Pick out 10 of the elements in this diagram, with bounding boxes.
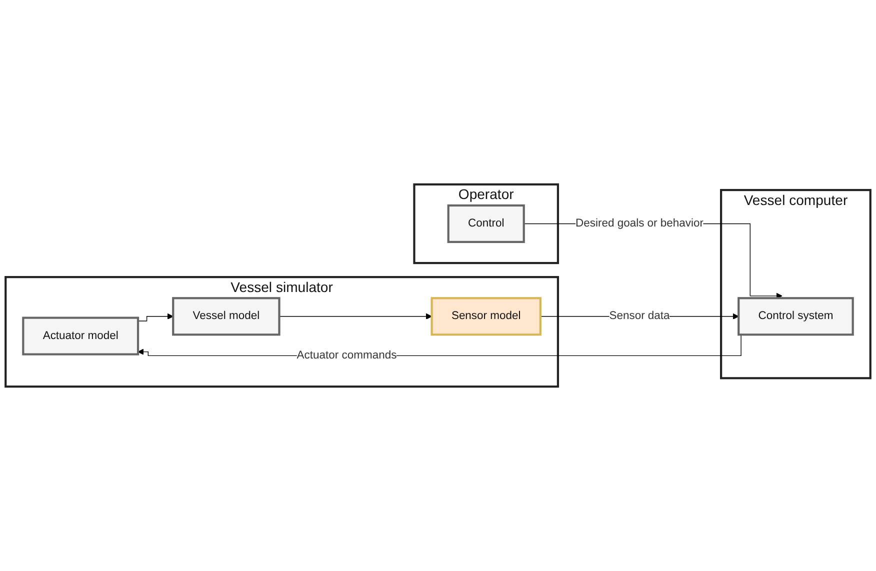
arrow — [138, 313, 174, 322]
arrow — [278, 313, 432, 320]
node-box: Control system — [738, 297, 854, 336]
edge-label: Actuator commands — [296, 349, 397, 362]
node-box: Vessel model — [172, 297, 280, 336]
edge-label: Desired goals or behavior — [576, 217, 704, 230]
node-box: Control — [447, 204, 525, 244]
node-box: Actuator model — [22, 316, 140, 356]
edge-label: Sensor data — [609, 310, 670, 322]
node-box: Sensor model — [430, 297, 542, 336]
